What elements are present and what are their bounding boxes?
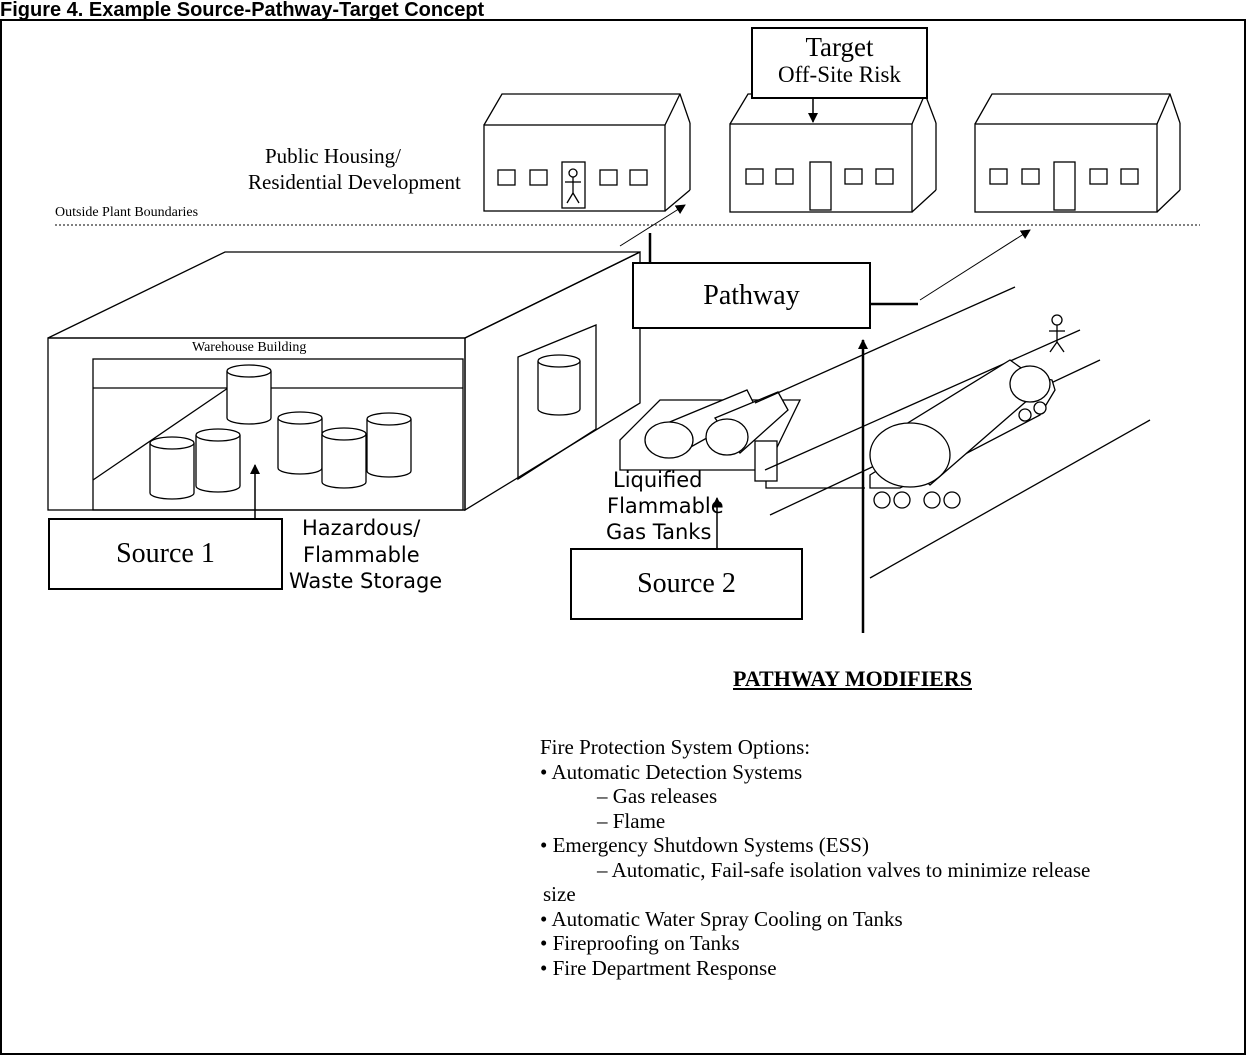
public-housing-label-2: Residential Development xyxy=(248,172,461,193)
rail-tank-car xyxy=(770,315,1150,578)
house-middle xyxy=(730,94,936,212)
modifier-item: size xyxy=(540,882,1090,907)
pathway-label: Pathway xyxy=(634,264,869,327)
modifier-item: – Gas releases xyxy=(540,784,1090,809)
modifier-item: • Automatic Detection Systems xyxy=(540,760,1090,785)
warehouse-label: Warehouse Building xyxy=(192,341,306,355)
figure-title: Figure 4. Example Source-Pathway-Target … xyxy=(0,0,484,20)
source2-label: Source 2 xyxy=(572,550,801,618)
target-box: Target Off-Site Risk xyxy=(751,27,928,99)
target-title: Target xyxy=(753,29,926,62)
modifiers-intro: Fire Protection System Options: xyxy=(540,735,1090,760)
liquified-label-3: Gas Tanks xyxy=(606,522,711,543)
liquified-label-2: Flammable xyxy=(607,496,724,517)
hazardous-label-1: Hazardous/ xyxy=(302,518,420,539)
modifier-item: • Automatic Water Spray Cooling on Tanks xyxy=(540,907,1090,932)
hazardous-label-3: Waste Storage xyxy=(289,571,442,592)
modifier-item: • Fire Department Response xyxy=(540,956,1090,981)
outside-plant-label: Outside Plant Boundaries xyxy=(55,206,198,220)
source1-box: Source 1 xyxy=(48,518,283,590)
pathway-box: Pathway xyxy=(632,262,871,329)
arrow-to-right-house xyxy=(920,230,1030,300)
modifier-item: • Fireproofing on Tanks xyxy=(540,931,1090,956)
waste-drums xyxy=(150,355,580,499)
modifiers-heading: PATHWAY MODIFIERS xyxy=(733,668,972,690)
hazardous-label-2: Flammable xyxy=(303,545,420,566)
target-subtitle: Off-Site Risk xyxy=(753,62,926,88)
house-left xyxy=(484,94,690,211)
source2-box: Source 2 xyxy=(570,548,803,620)
modifier-item: • Emergency Shutdown Systems (ESS) xyxy=(540,833,1090,858)
modifiers-list: Fire Protection System Options: • Automa… xyxy=(540,735,1090,980)
house-right xyxy=(975,94,1180,212)
source1-label: Source 1 xyxy=(50,520,281,588)
public-housing-label-1: Public Housing/ xyxy=(265,146,401,167)
liquified-label-1: Liquified xyxy=(613,470,703,491)
modifier-item: – Flame xyxy=(540,809,1090,834)
modifier-item: – Automatic, Fail-safe isolation valves … xyxy=(540,858,1090,883)
